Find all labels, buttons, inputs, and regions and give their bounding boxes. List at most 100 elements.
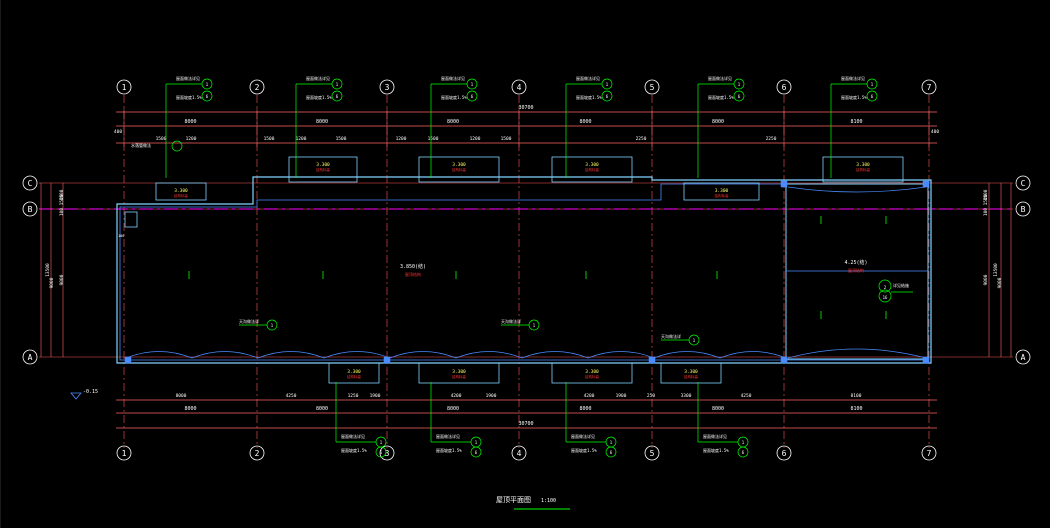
dim-top-sub-9: 2250 bbox=[636, 136, 647, 142]
callout-bottom-note-2: 屋面做法详见 bbox=[571, 433, 595, 439]
callout-top-note-4: 屋面做法详见 bbox=[708, 75, 732, 81]
callout-top-sheet-1: 6 bbox=[336, 94, 339, 99]
right-tag-num: 2 bbox=[884, 285, 887, 290]
callout-top-note2-4: 屋面坡度1.5% bbox=[708, 94, 734, 100]
axis-bubble-bottom-4 bbox=[511, 445, 527, 461]
top-parapet-note-4: 结构标高 bbox=[715, 193, 729, 198]
callout-top-note2-1: 屋面坡度1.5% bbox=[306, 94, 332, 100]
bottom-parapet-elev-2: 3.300 bbox=[585, 369, 599, 375]
top-parapet-box-5 bbox=[822, 156, 904, 183]
callout-top-circle-0 bbox=[201, 78, 213, 90]
callout-top-circle-5 bbox=[866, 78, 878, 90]
callout-top-num-3: 1 bbox=[606, 82, 609, 87]
dim-bottom-sub-10: 4250 bbox=[741, 393, 752, 399]
building-outline bbox=[116, 176, 932, 364]
callout-top-circle2-3 bbox=[601, 90, 613, 102]
axis-label-bottom-2: 2 bbox=[255, 449, 260, 458]
top-parapet-box-4 bbox=[683, 182, 760, 201]
top-parapet-elev-0: 3.300 bbox=[174, 188, 188, 194]
gutter-line-right-top bbox=[787, 186, 927, 193]
callout-top-num-4: 1 bbox=[738, 82, 741, 87]
top-parapet-elev-2: 3.300 bbox=[452, 162, 466, 168]
dim-bottom-total: 30700 bbox=[518, 421, 533, 427]
callout-gutter-note-1: 天沟做法详 bbox=[501, 318, 521, 324]
callout-top-note2-3: 屋面坡度1.5% bbox=[576, 94, 602, 100]
callout-bottom-note2-3: 屋面坡度1.5% bbox=[703, 447, 729, 453]
axis-bubble-top-4 bbox=[511, 79, 527, 95]
column-5 bbox=[780, 180, 788, 188]
callout-bottom-sheet-1: 6 bbox=[475, 450, 478, 455]
axis-label-bottom-5: 5 bbox=[650, 449, 655, 458]
top-parapet-box-1 bbox=[288, 156, 358, 183]
top-parapet-note-5: 结构标高 bbox=[856, 167, 870, 172]
dim-top-sub-7: 1200 bbox=[470, 136, 481, 142]
axis-bubble-bottom-3 bbox=[379, 445, 395, 461]
dim-bottom-bay-4: 8000 bbox=[712, 406, 724, 412]
dim-right-0: 13500 bbox=[993, 263, 999, 277]
bottom-parapet-box-1 bbox=[418, 362, 500, 384]
top-parapet-box-2 bbox=[418, 156, 500, 183]
bottom-parapet-note-3: 结构标高 bbox=[684, 374, 698, 379]
callout-top-note2-0: 屋面坡度1.5% bbox=[176, 94, 202, 100]
bottom-parapet-note-2: 结构标高 bbox=[585, 374, 599, 379]
axis-label-top-5: 5 bbox=[650, 83, 655, 92]
dim-left-4: 100 bbox=[59, 208, 65, 216]
level-marker-value: -0.15 bbox=[83, 389, 98, 395]
dim-top-sub-2: 1500 bbox=[264, 136, 275, 142]
dim-bottom-bay-2: 8000 bbox=[447, 406, 459, 412]
dim-top-bay-2: 8000 bbox=[447, 119, 459, 125]
roof-elev-right: 4.25(结) bbox=[844, 259, 867, 266]
dim-bottom-bay-3: 8000 bbox=[579, 406, 591, 412]
dim-bottom-sub-8: 250 bbox=[647, 393, 655, 399]
callout-top-sheet-2: 6 bbox=[471, 94, 474, 99]
axis-label-top-4: 4 bbox=[517, 83, 522, 92]
callout-top-note2-5: 屋面坡度1.5% bbox=[841, 94, 867, 100]
axis-bubble-top-3 bbox=[379, 79, 395, 95]
callout-bottom-num-1: 1 bbox=[475, 440, 478, 445]
callout-gutter-note-0: 天沟做法详 bbox=[239, 318, 259, 324]
callout-top-sheet-4: 6 bbox=[738, 94, 741, 99]
callout-gutter-num-1: 1 bbox=[533, 323, 536, 328]
callout-drain-note: 水落管做法 bbox=[131, 142, 151, 148]
dim-top-bay-4: 8000 bbox=[712, 119, 724, 125]
axis-label-left-A: A bbox=[28, 353, 33, 362]
callout-top-note-0: 屋面做法详见 bbox=[176, 75, 200, 81]
drawing-title: 屋顶平面图 bbox=[496, 496, 531, 504]
callout-top-circle-3 bbox=[601, 78, 613, 90]
dim-left-1: 9000 bbox=[49, 277, 55, 288]
callout-bottom-circle2-1 bbox=[470, 446, 482, 458]
dim-bottom-sub-11: 8100 bbox=[851, 393, 862, 399]
roof-hatch bbox=[124, 211, 138, 228]
dim-top-sub-10: 2250 bbox=[766, 136, 777, 142]
dim-bottom-bay-1: 8000 bbox=[316, 406, 328, 412]
callout-bottom-circle2-2 bbox=[605, 446, 617, 458]
axis-label-left-B: B bbox=[28, 205, 33, 214]
gutter-line-right bbox=[787, 348, 927, 359]
callout-top-note-1: 屋面做法详见 bbox=[306, 75, 330, 81]
axis-bubble-left-A bbox=[22, 349, 38, 365]
bottom-parapet-box-2 bbox=[551, 362, 633, 384]
callout-top-circle2-2 bbox=[466, 90, 478, 102]
dim-bottom-bay-0: 8000 bbox=[184, 406, 196, 412]
callout-bottom-note2-0: 屋面坡度1.5% bbox=[341, 447, 367, 453]
callout-top-note-3: 屋面做法详见 bbox=[576, 75, 600, 81]
dim-left-3: 1500 bbox=[59, 194, 65, 205]
callout-top-circle2-0 bbox=[201, 90, 213, 102]
dim-top-left-edge: 400 bbox=[114, 129, 122, 135]
right-block-outline bbox=[785, 183, 929, 360]
dim-bottom-sub-7: 1900 bbox=[616, 393, 627, 399]
dim-top-sub-6: 1500 bbox=[428, 136, 439, 142]
callout-top-sheet-5: 6 bbox=[871, 94, 874, 99]
dim-bottom-sub-1: 4250 bbox=[286, 393, 297, 399]
top-parapet-elev-4: 3.300 bbox=[715, 188, 729, 194]
callout-top-circle2-5 bbox=[866, 90, 878, 102]
axis-label-bottom-3: 3 bbox=[385, 449, 390, 458]
top-parapet-box-3 bbox=[551, 156, 633, 183]
bottom-parapet-elev-3: 3.300 bbox=[684, 369, 698, 375]
axis-label-left-C: C bbox=[28, 179, 33, 188]
axis-label-top-3: 3 bbox=[385, 83, 390, 92]
dim-bottom-sub-4: 4200 bbox=[451, 393, 462, 399]
axis-label-right-A: A bbox=[1021, 353, 1026, 362]
top-parapet-box-0 bbox=[155, 182, 207, 201]
